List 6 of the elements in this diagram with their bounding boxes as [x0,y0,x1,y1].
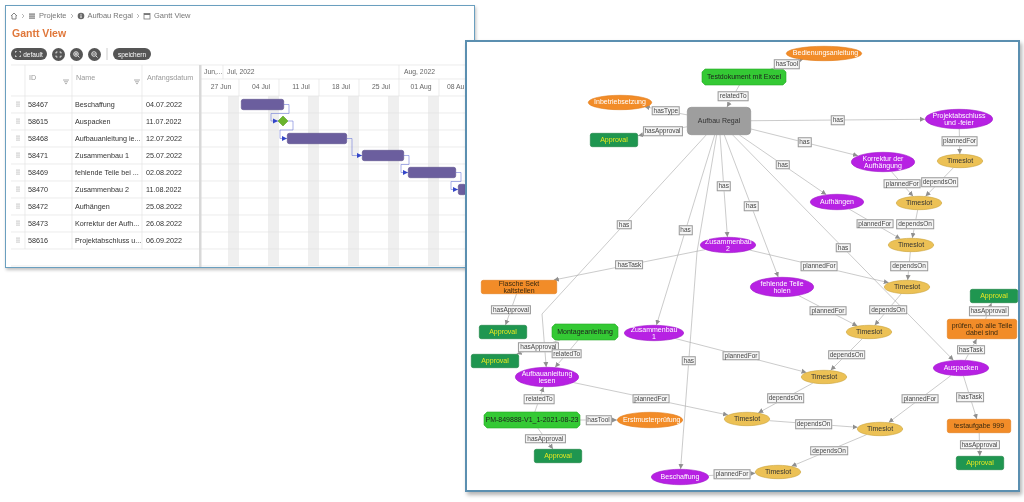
milestone-diamond [278,116,288,126]
task-bar [362,150,404,161]
page-title: Gantt View [12,27,67,39]
task-bar [287,133,347,144]
task-bar [241,99,284,110]
task-bar [408,167,456,178]
